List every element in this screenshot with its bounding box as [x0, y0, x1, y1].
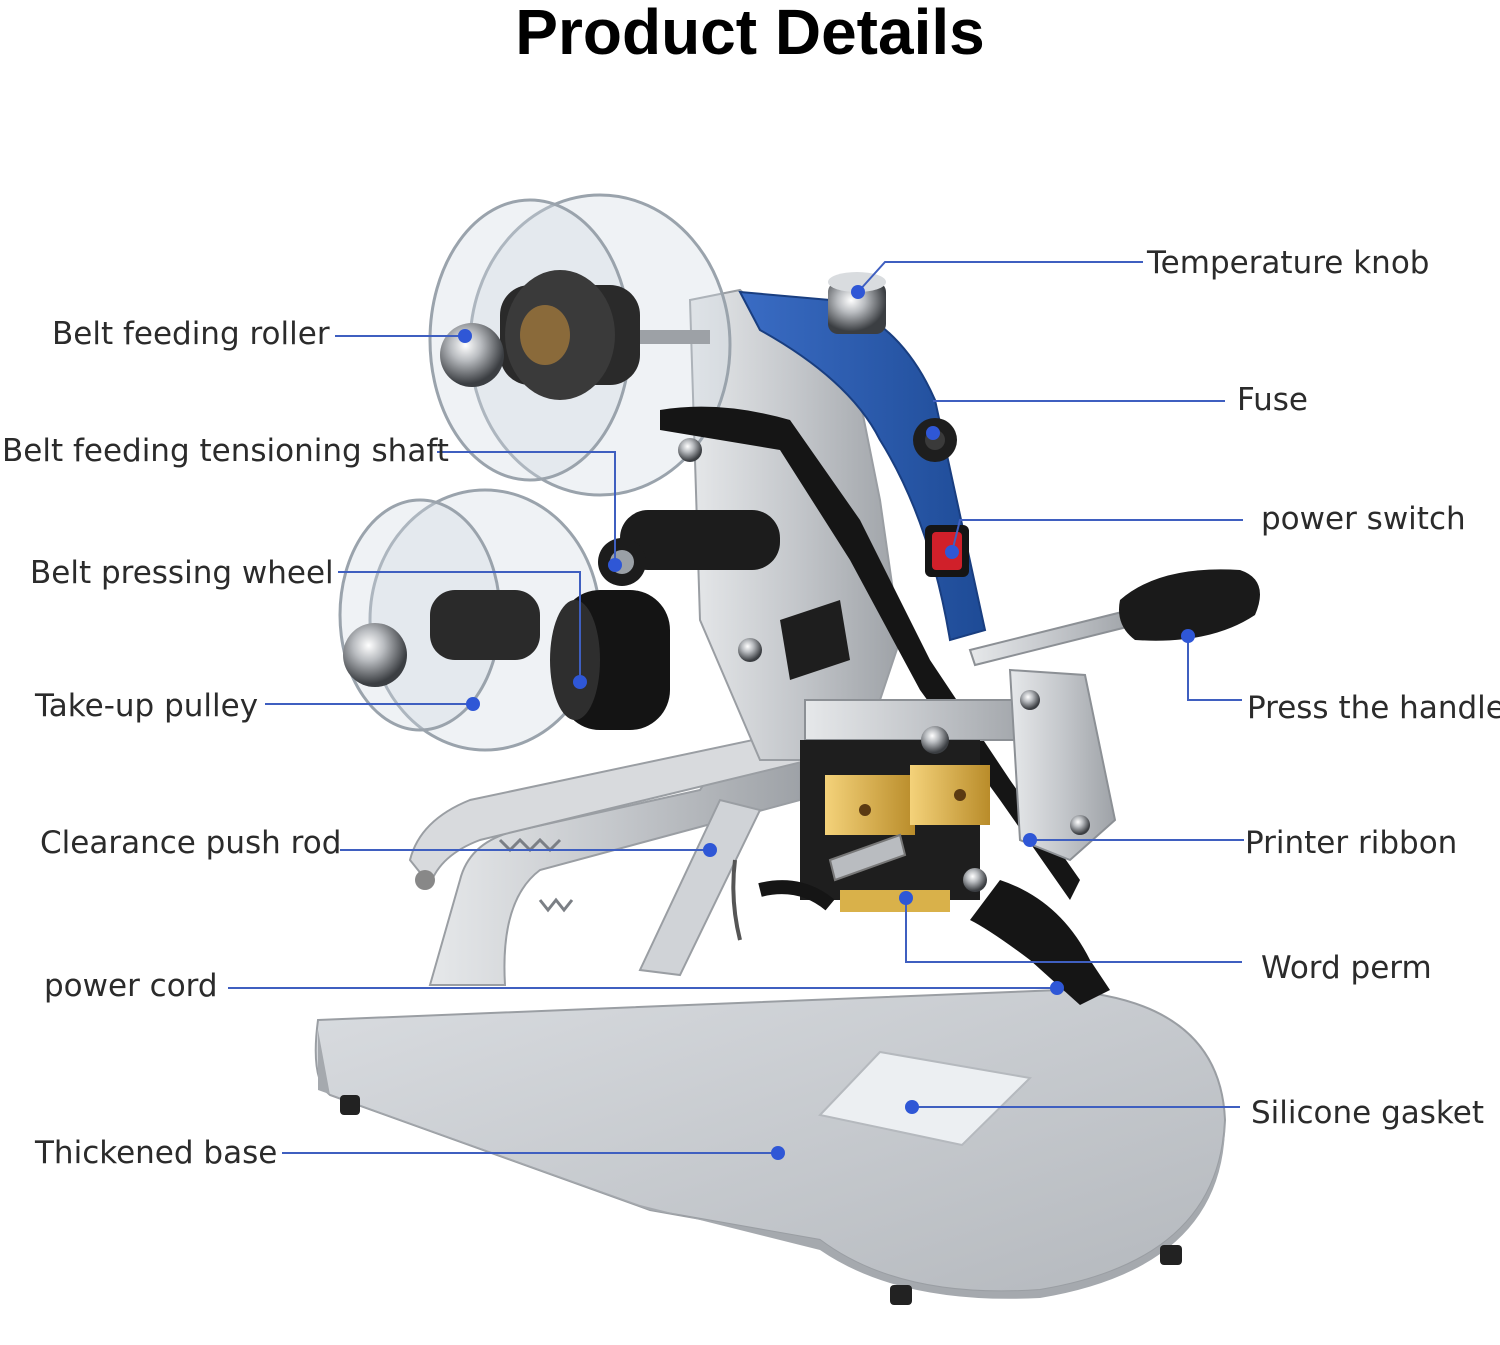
- label-word-perm: Word perm: [1261, 950, 1432, 986]
- belt-pressing-wheel: [550, 590, 670, 730]
- label-thickened-base: Thickened base: [35, 1135, 278, 1171]
- label-belt-feeding-roller: Belt feeding roller: [52, 316, 330, 352]
- word-perm: [800, 699, 1036, 912]
- press-handle: [968, 569, 1260, 667]
- label-belt-pressing-wheel: Belt pressing wheel: [30, 555, 334, 591]
- page-title: Product Details: [515, 0, 985, 68]
- thickened-base: [314, 988, 1227, 1305]
- label-printer-ribbon: Printer ribbon: [1245, 825, 1458, 861]
- label-power-cord: power cord: [44, 968, 218, 1004]
- take-up-pulley: [338, 488, 602, 752]
- fuse: [913, 418, 957, 462]
- callout-lines: [228, 261, 1244, 1154]
- printer-ribbon-strip: [660, 406, 1080, 900]
- callout-dots: [458, 285, 1195, 1160]
- label-fuse: Fuse: [1237, 382, 1309, 418]
- label-press-the-handle: Press the handle: [1247, 690, 1500, 726]
- power-cord-chain: [731, 859, 742, 941]
- label-clearance-push-rod: Clearance push rod: [40, 825, 342, 861]
- temperature-knob: [828, 272, 886, 334]
- label-belt-feeding-tensioning-shaft: Belt feeding tensioning shaft: [2, 433, 449, 469]
- power-cord: [758, 880, 1110, 1005]
- label-silicone-gasket: Silicone gasket: [1251, 1095, 1484, 1131]
- silicone-gasket: [818, 1050, 1033, 1147]
- label-temperature-knob: Temperature knob: [1147, 245, 1430, 281]
- label-power-switch: power switch: [1261, 501, 1466, 537]
- label-take-up-pulley: Take-up pulley: [35, 688, 259, 724]
- belt-feeding-roller: [428, 193, 732, 497]
